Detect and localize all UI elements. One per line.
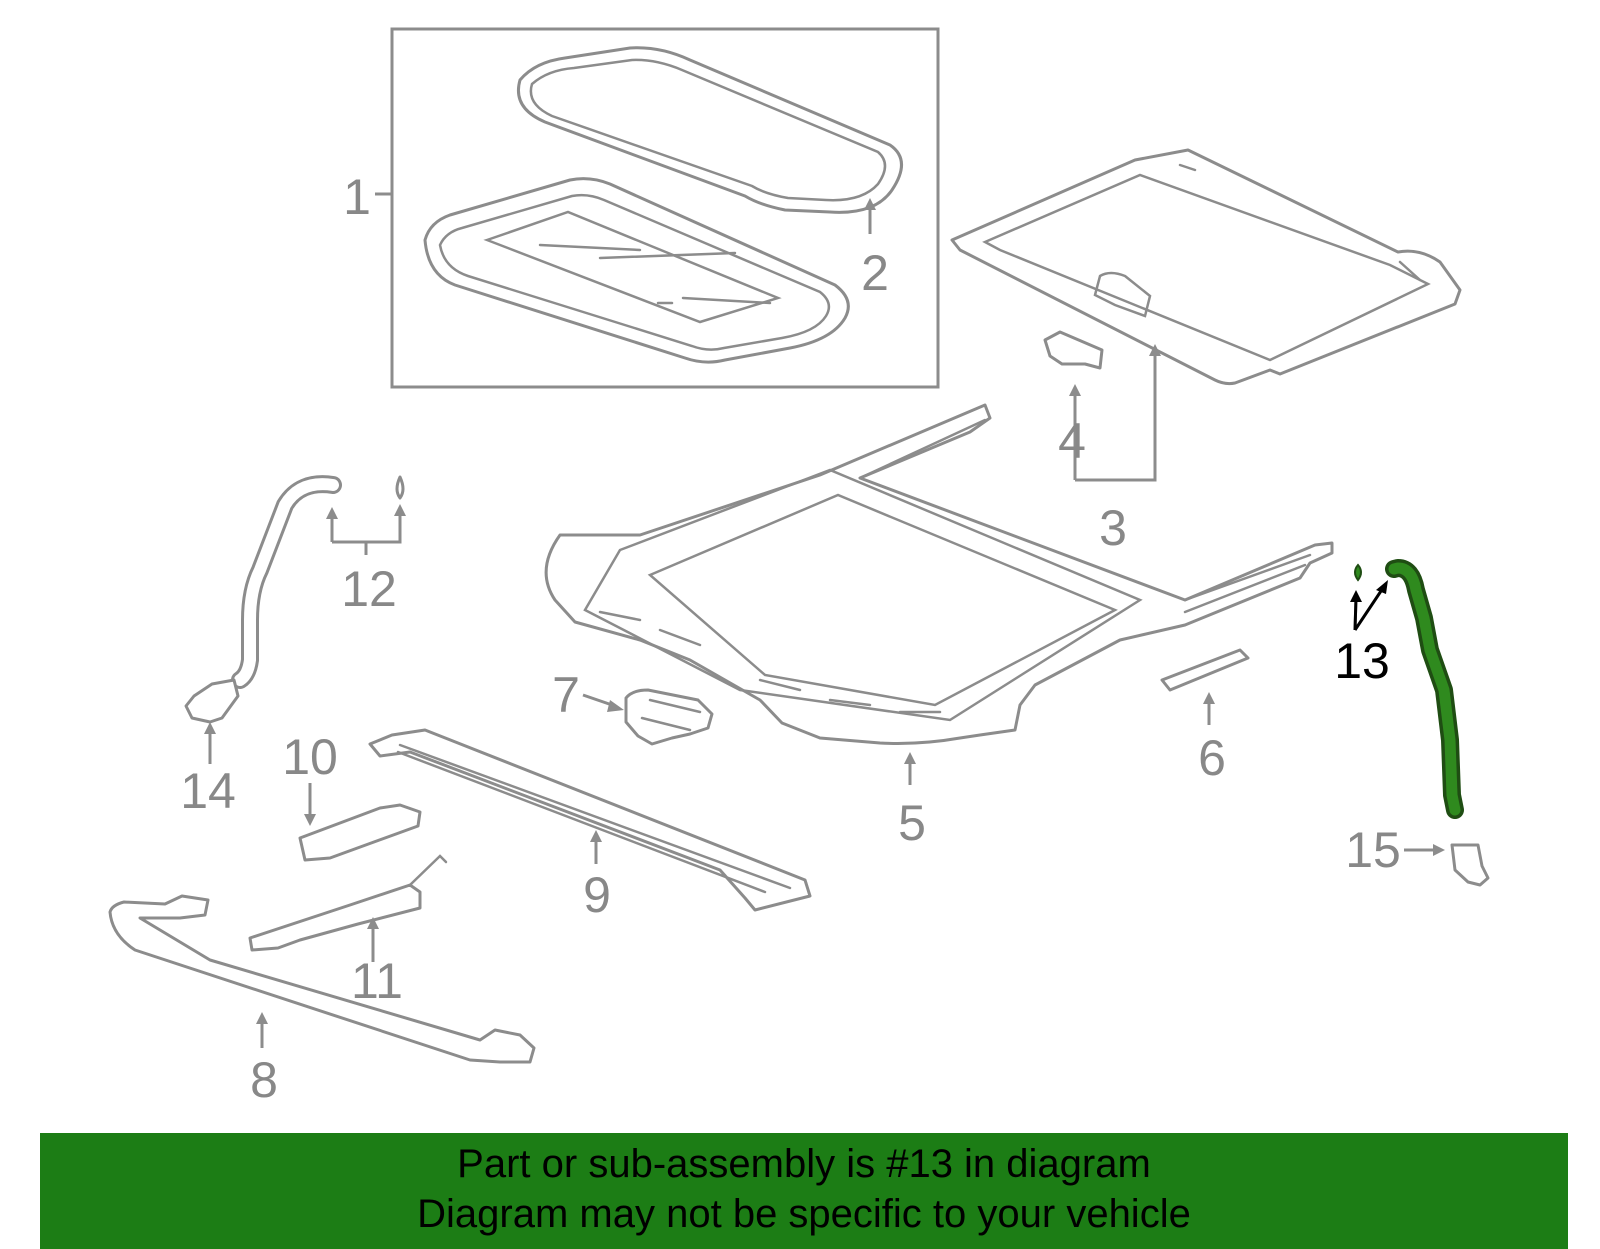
- part-15-drain-fitting[interactable]: [1450, 843, 1490, 887]
- part-1-glass[interactable]: [423, 177, 850, 364]
- part-13-drain-hose-highlighted[interactable]: [1354, 559, 1464, 819]
- callout-3: 3: [1099, 500, 1127, 556]
- callout-10: 10: [282, 729, 338, 785]
- callout-7: 7: [552, 667, 580, 723]
- part-9-rail[interactable]: [368, 728, 812, 912]
- part-5-frame[interactable]: [544, 403, 1334, 745]
- callout-12: 12: [341, 561, 397, 617]
- part-7-motor[interactable]: [624, 688, 714, 746]
- part-6-strip[interactable]: [1160, 648, 1250, 692]
- callout-5: 5: [898, 795, 926, 851]
- callout-1: 1: [343, 169, 371, 225]
- callout-9: 9: [583, 867, 611, 923]
- part-12-drain-hose[interactable]: [231, 475, 405, 689]
- part-4-clip[interactable]: [1043, 330, 1104, 370]
- callout-2: 2: [861, 245, 889, 301]
- part-3-sunshade[interactable]: [950, 148, 1462, 386]
- banner-line-2: Diagram may not be specific to your vehi…: [417, 1192, 1191, 1236]
- callout-11: 11: [351, 953, 403, 1009]
- highlight-banner: Part or sub-assembly is #13 in diagram D…: [40, 1133, 1568, 1249]
- part-14-drain-fitting[interactable]: [184, 678, 240, 724]
- part-2-seal[interactable]: [517, 46, 903, 214]
- callout-6: 6: [1198, 730, 1226, 786]
- callout-14: 14: [180, 763, 236, 819]
- part-10-bracket[interactable]: [298, 803, 422, 862]
- callout-15: 15: [1345, 822, 1401, 878]
- callout-4: 4: [1058, 413, 1086, 469]
- callout-13: 13: [1334, 633, 1390, 689]
- callout-8: 8: [250, 1052, 278, 1108]
- leader-lines: [204, 192, 1445, 1048]
- part-11-bracket[interactable]: [248, 854, 448, 952]
- part-8-rear-rail[interactable]: [108, 894, 536, 1064]
- banner-line-1: Part or sub-assembly is #13 in diagram: [457, 1142, 1151, 1186]
